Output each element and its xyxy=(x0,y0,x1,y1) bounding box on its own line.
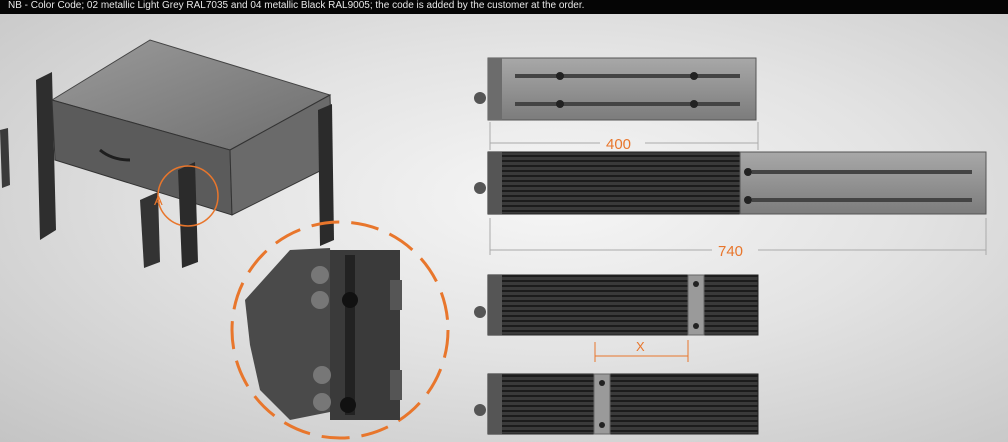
detail-enlargement xyxy=(230,220,450,440)
detail-bracket xyxy=(330,250,400,420)
rail-extended-body xyxy=(487,151,741,215)
dim-400-label: 400 xyxy=(606,136,631,153)
rail-extended xyxy=(474,151,987,215)
rail-4-end xyxy=(488,374,502,434)
rail-closed-knob xyxy=(474,92,486,104)
rail-3-bracket-screw-2 xyxy=(693,323,699,329)
rack-chassis-iso: A xyxy=(0,39,334,268)
rail-3-knob xyxy=(474,306,486,318)
rail-closed-end xyxy=(488,58,502,120)
rack-post-front-left xyxy=(178,162,198,268)
rail-4-body xyxy=(487,373,759,435)
rack-post-mid xyxy=(140,192,160,268)
dimension-740: 740 xyxy=(489,218,987,260)
dim-740-label: 740 xyxy=(718,243,743,260)
rail-extended-slot-bottom xyxy=(752,198,972,202)
detail-slot-2 xyxy=(390,370,402,400)
detail-knob-1 xyxy=(342,292,358,308)
rail-extended-screw-1 xyxy=(744,168,752,176)
handle-icon xyxy=(99,148,131,162)
dim-x-label: X xyxy=(636,339,645,354)
detail-bolt-2 xyxy=(311,291,329,309)
detail-dashed-circle xyxy=(230,220,450,440)
detail-slot-1 xyxy=(390,280,402,310)
rack-post-left-rear xyxy=(36,72,56,240)
detail-bolt-4 xyxy=(313,393,331,411)
detail-knob-2 xyxy=(340,397,356,413)
detail-marker-circle xyxy=(157,165,219,227)
rail-closed-screw-1 xyxy=(556,72,564,80)
rail-closed-screw-4 xyxy=(690,100,698,108)
rail-closed-slot-top xyxy=(515,74,740,78)
dimension-x: X xyxy=(594,339,689,362)
rack-post-front-right xyxy=(318,104,334,246)
rail-closed-body xyxy=(487,57,757,121)
rail-closed-screw-2 xyxy=(690,72,698,80)
detail-bolt-3 xyxy=(313,366,331,384)
rail-4-bracket-screw-1 xyxy=(599,380,605,386)
rail-extended-knob xyxy=(474,182,486,194)
rail-4-bracket-screw-2 xyxy=(599,422,605,428)
rail-with-bracket-2 xyxy=(474,373,759,435)
color-code-note: NB - Color Code; 02 metallic Light Grey … xyxy=(0,0,1008,14)
rail-3-body xyxy=(487,274,759,336)
dimension-400: 400 xyxy=(489,122,759,153)
rail-closed-screw-3 xyxy=(556,100,564,108)
rail-closed xyxy=(474,57,757,121)
rail-extended-screw-2 xyxy=(744,196,752,204)
rail-3-end xyxy=(488,275,502,335)
rail-extended-end xyxy=(488,152,502,214)
rail-3-bracket xyxy=(687,274,705,336)
rail-closed-slot-bottom xyxy=(515,102,740,106)
rail-4-knob xyxy=(474,404,486,416)
rail-extended-slot-top xyxy=(752,170,972,174)
rail-4-bracket xyxy=(593,373,611,435)
detail-marker-label: A xyxy=(154,193,163,208)
detail-post xyxy=(345,255,355,415)
rack-post-fragment xyxy=(0,128,10,188)
detail-bolt-1 xyxy=(311,266,329,284)
rail-extended-slide xyxy=(739,151,987,215)
rail-3-bracket-screw-1 xyxy=(693,281,699,287)
rail-with-bracket-1 xyxy=(474,274,759,336)
